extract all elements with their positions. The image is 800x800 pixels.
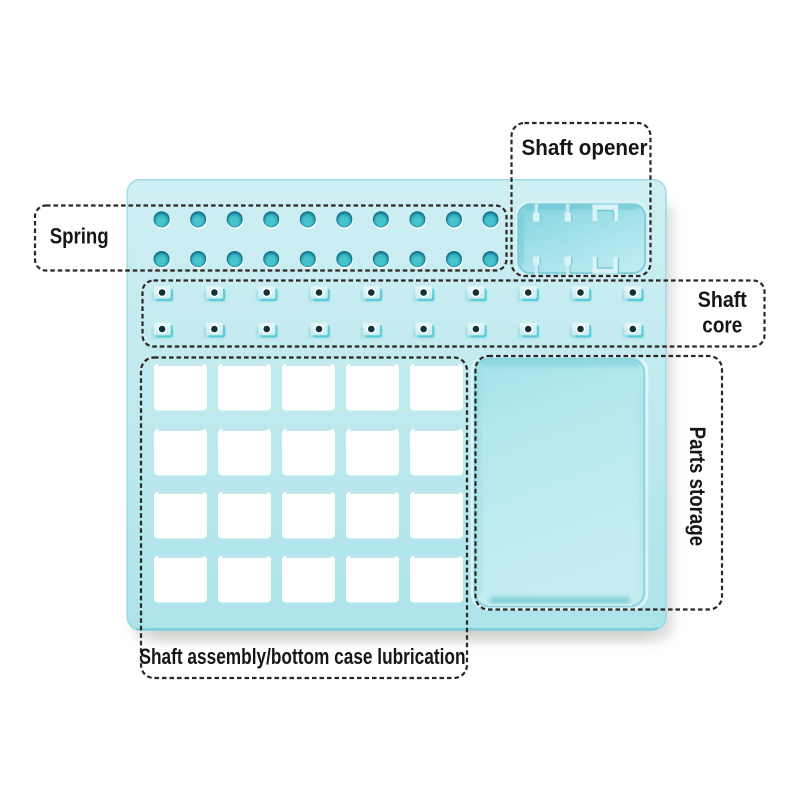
svg-text:Spring: Spring xyxy=(50,224,109,249)
svg-text:Shaft: Shaft xyxy=(698,287,748,312)
svg-text:core: core xyxy=(702,313,742,338)
svg-text:Shaft assembly/bottom case lub: Shaft assembly/bottom case lubrication xyxy=(140,644,466,669)
svg-text:Shaft opener: Shaft opener xyxy=(522,135,648,160)
svg-text:Parts storage: Parts storage xyxy=(685,427,710,547)
